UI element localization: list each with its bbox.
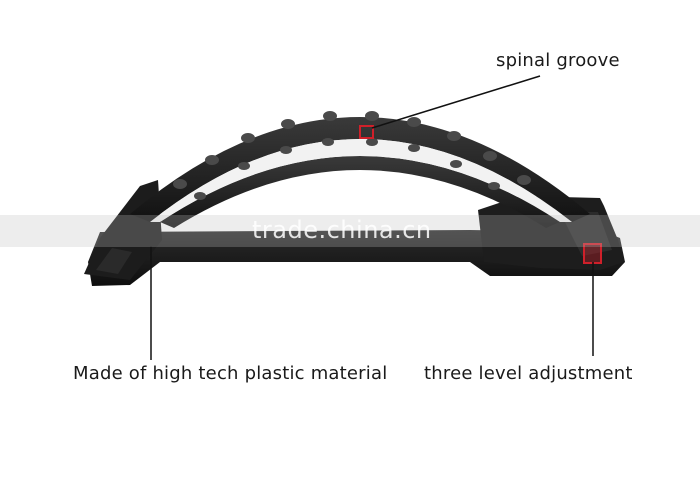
- watermark-band: [0, 215, 700, 247]
- adjustment-label: three level adjustment: [424, 363, 633, 384]
- spinal-groove-label: spinal groove: [496, 50, 620, 71]
- groove-highlight-marker: [359, 125, 374, 139]
- massage-nodes: [173, 111, 531, 200]
- material-label: Made of high tech plastic material: [73, 363, 388, 384]
- groove-leader-line: [371, 75, 541, 129]
- arch-inner-rail: [160, 156, 560, 228]
- spinal-groove: [150, 139, 572, 222]
- arch-outer-rail: [130, 117, 590, 222]
- watermark-text: trade.china.cn: [252, 216, 432, 244]
